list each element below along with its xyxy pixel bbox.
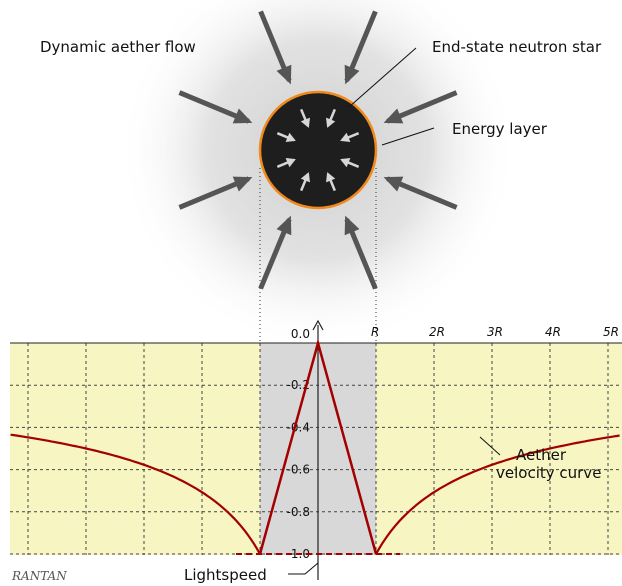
velocity-curves bbox=[10, 338, 620, 555]
outer-inflow-arrows bbox=[178, 10, 458, 290]
inflow-arrow-head bbox=[383, 108, 404, 124]
y-tick-label: -0.8 bbox=[287, 505, 310, 519]
x-tick-label: 4R bbox=[545, 325, 561, 339]
inner-arrow-head bbox=[326, 172, 336, 183]
energy-label: Energy layer bbox=[452, 120, 548, 138]
inner-arrow-head bbox=[340, 132, 351, 142]
y-tick-label: -0.6 bbox=[287, 463, 310, 477]
curve-label-line1: Aether bbox=[516, 446, 567, 464]
inflow-arrow-head bbox=[344, 64, 360, 85]
curve-leader-line bbox=[479, 436, 501, 456]
inflow-arrow-head bbox=[383, 176, 404, 192]
energy-leader-line bbox=[381, 127, 435, 146]
star-leader-line bbox=[348, 47, 417, 108]
interior-velocity-line bbox=[258, 338, 378, 555]
neutron-star bbox=[258, 90, 378, 210]
aether-velocity-curve-right bbox=[375, 434, 620, 555]
x-tick-label: 5R bbox=[603, 325, 619, 339]
flow-title: Dynamic aether flow bbox=[40, 38, 196, 56]
inflow-arrow-head bbox=[232, 108, 253, 124]
curve-label-line2: velocity curve bbox=[496, 464, 601, 482]
inner-arrow-head bbox=[285, 158, 296, 168]
lightspeed-leader-line bbox=[288, 562, 319, 575]
graph-grid bbox=[10, 343, 622, 555]
star-label: End-state neutron star bbox=[432, 38, 602, 56]
inner-arrow-head bbox=[300, 117, 310, 128]
inflow-arrow-head bbox=[276, 215, 292, 236]
inner-inflow-arrows bbox=[276, 108, 360, 192]
inflow-arrow-head bbox=[344, 215, 360, 236]
inner-arrow-head bbox=[285, 132, 296, 142]
inner-arrow-head bbox=[326, 117, 336, 128]
inflow-arrow-head bbox=[276, 64, 292, 85]
x-tick-label: R bbox=[371, 325, 379, 339]
inflow-arrow-head bbox=[232, 176, 253, 192]
x-tick-label: 2R bbox=[429, 325, 445, 339]
x-tick-label: 3R bbox=[487, 325, 503, 339]
inner-arrow-head bbox=[340, 158, 351, 168]
lightspeed-label: Lightspeed bbox=[184, 566, 267, 584]
y-tick-label: 0.0 bbox=[291, 327, 310, 341]
inner-arrow-head bbox=[300, 172, 310, 183]
rantan-logo: RANTAN bbox=[11, 569, 67, 583]
aether-velocity-curve-left bbox=[10, 433, 261, 555]
y-tick-label: -0.4 bbox=[287, 420, 310, 434]
y-axis-arrow bbox=[312, 319, 324, 331]
